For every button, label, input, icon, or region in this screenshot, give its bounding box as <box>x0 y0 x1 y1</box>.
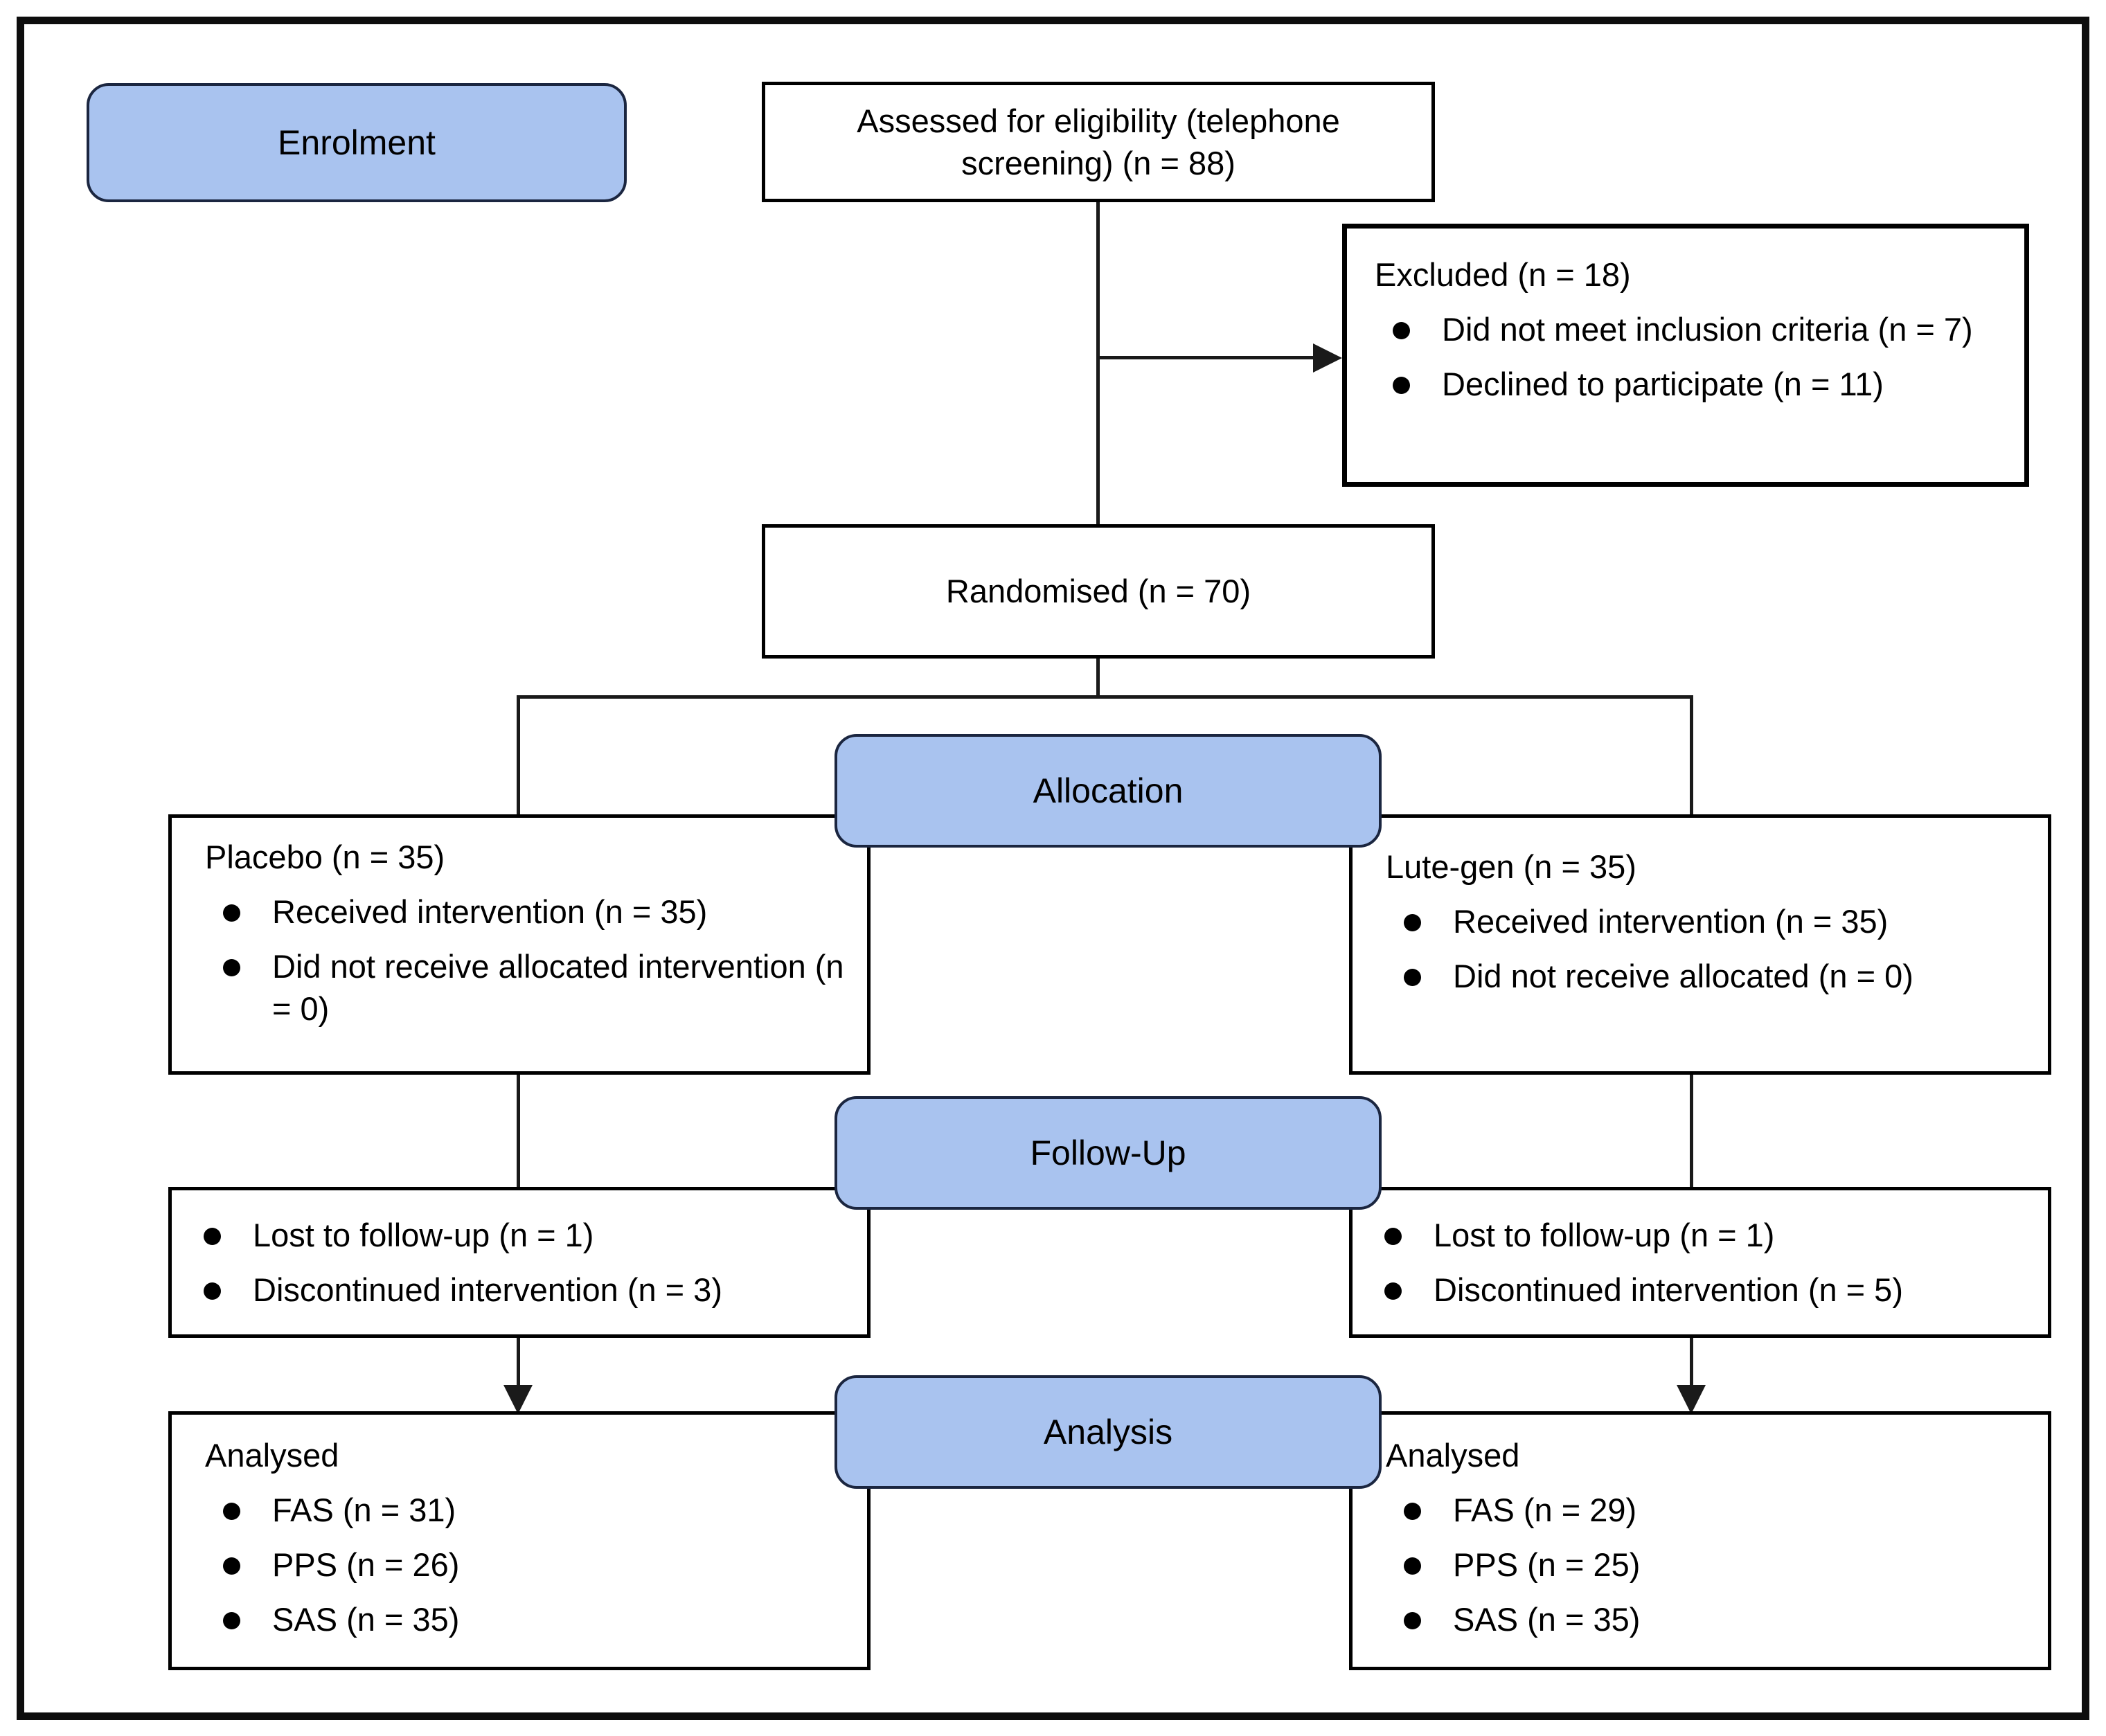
connector-allocation-split <box>517 695 1693 699</box>
list-item: Did not receive allocated intervention (… <box>205 945 846 1030</box>
box-followup-lutegen: Lost to follow-up (n = 1) Discontinued i… <box>1349 1187 2051 1338</box>
list-item: Received intervention (n = 35) <box>1386 900 2027 942</box>
box-allocation-placebo: Placebo (n = 35) Received intervention (… <box>168 814 871 1075</box>
bullet-dot <box>1393 322 1410 340</box>
list-item: SAS (n = 35) <box>205 1598 846 1640</box>
lutegen-received-text: Received intervention (n = 35) <box>1453 903 1889 940</box>
bullet-dot <box>1384 1228 1402 1245</box>
list-item: Lost to follow-up (n = 1) <box>186 1214 846 1256</box>
placebo-pps-text: PPS (n = 26) <box>272 1546 460 1584</box>
list-item: SAS (n = 35) <box>1386 1598 2027 1640</box>
allocation-placebo-title: Placebo (n = 35) <box>205 839 445 875</box>
connector-assessed-to-randomised <box>1096 201 1100 526</box>
arrowhead-excluded-icon <box>1313 343 1342 373</box>
placebo-sas-text: SAS (n = 35) <box>272 1601 460 1638</box>
outer-border <box>17 17 2089 1720</box>
bullet-dot <box>1404 969 1421 987</box>
list-item: Discontinued intervention (n = 3) <box>186 1269 846 1311</box>
excluded-reason-1: Did not meet inclusion criteria (n = 7) <box>1442 311 1973 348</box>
arrowhead-analysis-left-icon <box>503 1385 533 1414</box>
bullet-dot <box>223 904 240 922</box>
list-item: Discontinued intervention (n = 5) <box>1366 1269 2027 1311</box>
connector-followup-to-analysis-left <box>517 1336 520 1388</box>
list-item: PPS (n = 26) <box>205 1543 846 1586</box>
stage-enrolment: Enrolment <box>87 83 627 202</box>
placebo-not-received-text: Did not receive allocated intervention (… <box>272 948 844 1028</box>
bullet-dot <box>223 1557 240 1575</box>
bullet-dot <box>1404 1557 1421 1575</box>
bullet-dot <box>1404 914 1421 932</box>
list-item: PPS (n = 25) <box>1386 1543 2027 1586</box>
excluded-reason-2: Declined to participate (n = 11) <box>1442 366 1884 403</box>
box-allocation-lutegen: Lute-gen (n = 35) Received intervention … <box>1349 814 2051 1075</box>
randomised-text: Randomised (n = 70) <box>945 573 1251 610</box>
stage-analysis: Analysis <box>835 1375 1382 1489</box>
lutegen-fas-text: FAS (n = 29) <box>1453 1492 1637 1529</box>
analysis-placebo-title: Analysed <box>205 1437 339 1474</box>
box-analysis-lutegen: Analysed FAS (n = 29) PPS (n = 25) SAS (… <box>1349 1411 2051 1670</box>
arrowhead-analysis-right-icon <box>1677 1385 1706 1414</box>
bullet-dot <box>204 1282 221 1300</box>
list-item: FAS (n = 29) <box>1386 1489 2027 1531</box>
stage-follow-up: Follow-Up <box>835 1096 1382 1210</box>
placebo-lost-text: Lost to follow-up (n = 1) <box>253 1217 594 1253</box>
connector-split-to-lutegen <box>1690 695 1693 817</box>
stage-allocation: Allocation <box>835 734 1382 848</box>
box-assessed-eligibility: Assessed for eligibility (telephone scre… <box>762 82 1435 202</box>
lutegen-pps-text: PPS (n = 25) <box>1453 1546 1641 1584</box>
bullet-dot <box>1384 1282 1402 1300</box>
list-item: Received intervention (n = 35) <box>205 891 846 933</box>
allocation-lutegen-title: Lute-gen (n = 35) <box>1386 848 1636 885</box>
assessed-eligibility-text: Assessed for eligibility (telephone scre… <box>857 102 1340 181</box>
excluded-title: Excluded (n = 18) <box>1375 256 1631 293</box>
lutegen-discontinued-text: Discontinued intervention (n = 5) <box>1434 1271 1903 1309</box>
list-item: FAS (n = 31) <box>205 1489 846 1531</box>
connector-lutegen-to-followup <box>1690 1073 1693 1190</box>
bullet-dot <box>223 1612 240 1630</box>
list-item: Did not meet inclusion criteria (n = 7) <box>1375 308 1997 350</box>
box-excluded: Excluded (n = 18) Did not meet inclusion… <box>1342 224 2029 487</box>
box-analysis-placebo: Analysed FAS (n = 31) PPS (n = 26) SAS (… <box>168 1411 871 1670</box>
box-followup-placebo: Lost to follow-up (n = 1) Discontinued i… <box>168 1187 871 1338</box>
connector-to-excluded <box>1098 356 1316 359</box>
connector-randomised-to-split <box>1096 657 1100 699</box>
bullet-dot <box>1393 377 1410 395</box>
analysis-lutegen-title: Analysed <box>1386 1437 1520 1474</box>
connector-placebo-to-followup <box>517 1073 520 1190</box>
bullet-dot <box>223 1503 240 1521</box>
placebo-discontinued-text: Discontinued intervention (n = 3) <box>253 1271 722 1309</box>
connector-split-to-placebo <box>517 695 520 817</box>
list-item: Declined to participate (n = 11) <box>1375 363 1997 405</box>
bullet-dot <box>223 959 240 977</box>
bullet-dot <box>1404 1612 1421 1630</box>
bullet-dot <box>204 1228 221 1245</box>
lutegen-lost-text: Lost to follow-up (n = 1) <box>1434 1217 1775 1253</box>
list-item: Did not receive allocated (n = 0) <box>1386 955 2027 997</box>
box-randomised: Randomised (n = 70) <box>762 524 1435 659</box>
lutegen-sas-text: SAS (n = 35) <box>1453 1601 1641 1638</box>
placebo-received-text: Received intervention (n = 35) <box>272 893 708 931</box>
connector-followup-to-analysis-right <box>1690 1336 1693 1388</box>
placebo-fas-text: FAS (n = 31) <box>272 1492 456 1529</box>
list-item: Lost to follow-up (n = 1) <box>1366 1214 2027 1256</box>
bullet-dot <box>1404 1503 1421 1521</box>
lutegen-not-received-text: Did not receive allocated (n = 0) <box>1453 958 1913 995</box>
